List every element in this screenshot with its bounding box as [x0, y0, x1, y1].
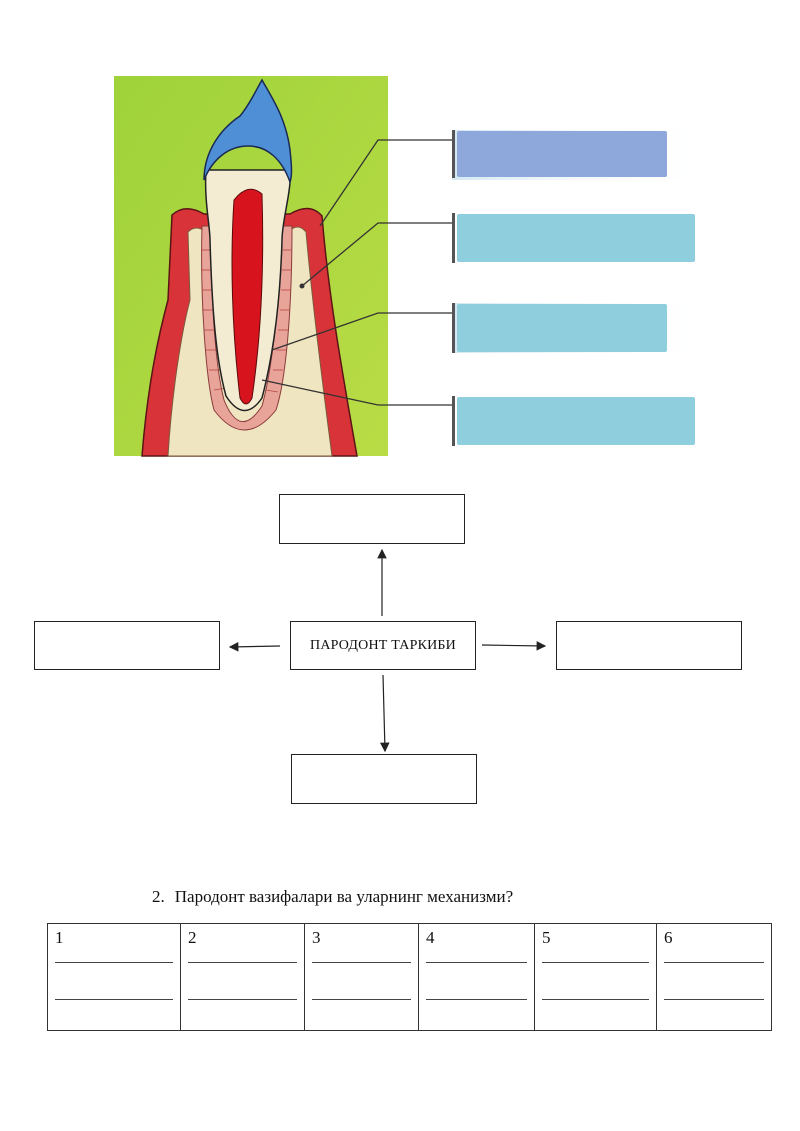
answer-line[interactable]	[542, 962, 649, 963]
question-text: Пародонт вазифалари ва уларнинг механизм…	[174, 887, 514, 906]
answer-line[interactable]	[55, 999, 173, 1000]
table-row: 1 2 3 4 5 6	[47, 923, 772, 1031]
answer-line[interactable]	[188, 962, 297, 963]
answer-line[interactable]	[312, 999, 411, 1000]
answer-line[interactable]	[664, 962, 764, 963]
cell-number: 1	[55, 928, 64, 947]
label-box-4	[452, 396, 695, 446]
label-box-1	[452, 130, 714, 180]
table-cell-1[interactable]: 1	[47, 923, 181, 1031]
periodontal-ligament	[201, 225, 293, 431]
flow-box-right[interactable]	[556, 621, 742, 670]
label-box-3	[452, 303, 714, 353]
answer-line[interactable]	[542, 999, 649, 1000]
enamel	[203, 78, 293, 185]
table-cell-4[interactable]: 4	[418, 923, 535, 1031]
question-2: 2. Пародонт вазифалари ва уларнинг механи…	[152, 887, 513, 907]
arrow-right	[481, 641, 547, 651]
arrow-left	[228, 642, 281, 652]
flow-box-center: ПАРОДОНТ ТАРКИБИ	[290, 621, 476, 670]
table-cell-2[interactable]: 2	[180, 923, 305, 1031]
arrow-down	[379, 674, 390, 753]
answer-line[interactable]	[55, 962, 173, 963]
pulp	[231, 188, 264, 405]
label-box-2	[452, 213, 695, 263]
table-cell-5[interactable]: 5	[534, 923, 657, 1031]
answer-line[interactable]	[426, 999, 527, 1000]
tooth-structure-illustration	[114, 76, 714, 457]
leader-lines	[261, 139, 452, 406]
center-label: ПАРОДОНТ ТАРКИБИ	[310, 637, 456, 653]
functions-table: 1 2 3 4 5 6	[47, 923, 772, 1031]
cell-number: 3	[312, 928, 321, 947]
table-cell-3[interactable]: 3	[304, 923, 419, 1031]
table-cell-6[interactable]: 6	[656, 923, 772, 1031]
answer-line[interactable]	[312, 962, 411, 963]
answer-line[interactable]	[188, 999, 297, 1000]
leader-dot	[299, 283, 305, 289]
answer-line[interactable]	[426, 962, 527, 963]
cell-number: 5	[542, 928, 551, 947]
answer-line[interactable]	[664, 999, 764, 1000]
cell-number: 4	[426, 928, 435, 947]
flow-box-top[interactable]	[279, 494, 465, 544]
cell-number: 6	[664, 928, 673, 947]
question-number: 2.	[152, 887, 165, 906]
flow-box-left[interactable]	[34, 621, 220, 670]
flow-box-bottom[interactable]	[291, 754, 477, 804]
cell-number: 2	[188, 928, 197, 947]
flow-arrows	[228, 548, 547, 753]
